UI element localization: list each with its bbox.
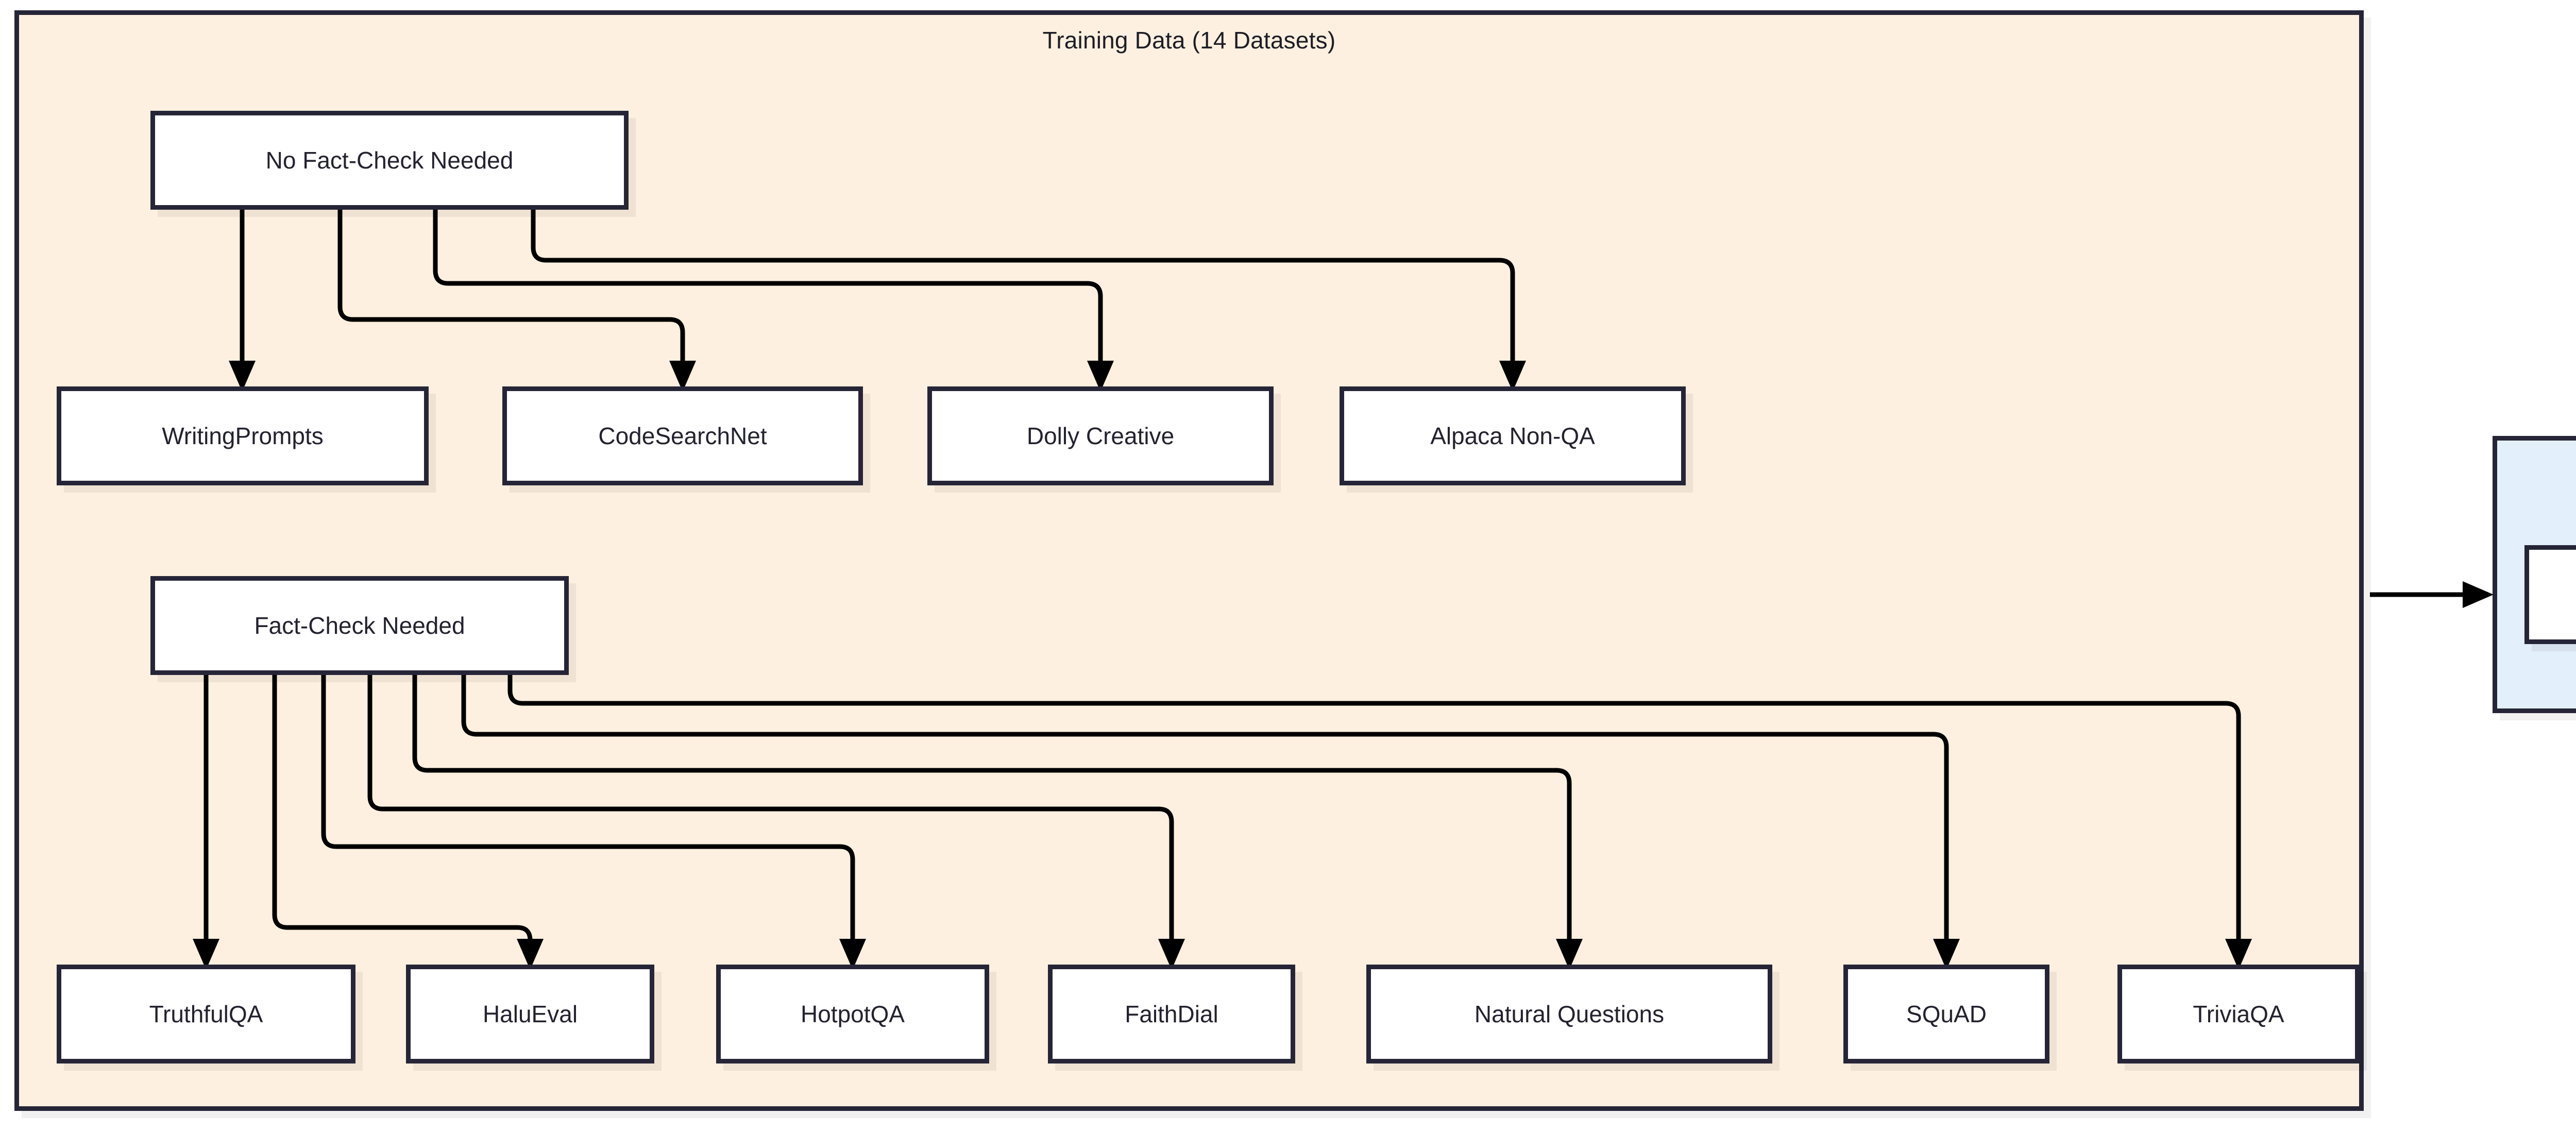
- node-faithdial[interactable]: FaithDial: [1048, 965, 1295, 1064]
- node-no-fact-check-needed[interactable]: No Fact-Check Needed: [150, 111, 629, 210]
- node-fact-check-needed-label: Fact-Check Needed: [254, 612, 465, 639]
- node-modernbert-base[interactable]: ModernBERT Base: [2524, 545, 2576, 644]
- node-dolly-creative-label: Dolly Creative: [1026, 423, 1175, 449]
- node-codesearchnet-label: CodeSearchNet: [598, 423, 767, 449]
- node-squad[interactable]: SQuAD: [1843, 965, 2049, 1064]
- node-squad-label: SQuAD: [1906, 1001, 1987, 1027]
- node-halueval-label: HaluEval: [482, 1001, 578, 1027]
- node-triviaqa-label: TriviaQA: [2193, 1001, 2284, 1027]
- node-fact-check-needed[interactable]: Fact-Check Needed: [150, 576, 569, 675]
- node-halueval[interactable]: HaluEval: [406, 965, 654, 1064]
- node-codesearchnet[interactable]: CodeSearchNet: [502, 386, 863, 485]
- node-alpaca-non-qa-label: Alpaca Non-QA: [1430, 423, 1595, 449]
- node-triviaqa[interactable]: TriviaQA: [2117, 965, 2360, 1064]
- node-faithdial-label: FaithDial: [1125, 1001, 1218, 1027]
- node-hotpotqa[interactable]: HotpotQA: [716, 965, 989, 1064]
- node-dolly-creative[interactable]: Dolly Creative: [927, 386, 1274, 485]
- node-writingprompts-label: WritingPrompts: [162, 423, 324, 449]
- cluster-halugate-sentinel-title: HaluGate Sentinel: [2497, 452, 2576, 480]
- node-truthfulqa-label: TruthfulQA: [149, 1001, 263, 1027]
- node-hotpotqa-label: HotpotQA: [801, 1001, 905, 1027]
- cluster-training-data-title: Training Data (14 Datasets): [1042, 27, 1336, 54]
- node-writingprompts[interactable]: WritingPrompts: [57, 386, 429, 485]
- edge-training-data-to-halugate-sentinel: [2370, 581, 2494, 608]
- node-natural-questions[interactable]: Natural Questions: [1366, 965, 1772, 1064]
- node-alpaca-non-qa[interactable]: Alpaca Non-QA: [1340, 386, 1686, 485]
- node-no-fact-check-needed-label: No Fact-Check Needed: [265, 147, 514, 174]
- node-natural-questions-label: Natural Questions: [1474, 1001, 1665, 1027]
- node-truthfulqa[interactable]: TruthfulQA: [57, 965, 355, 1064]
